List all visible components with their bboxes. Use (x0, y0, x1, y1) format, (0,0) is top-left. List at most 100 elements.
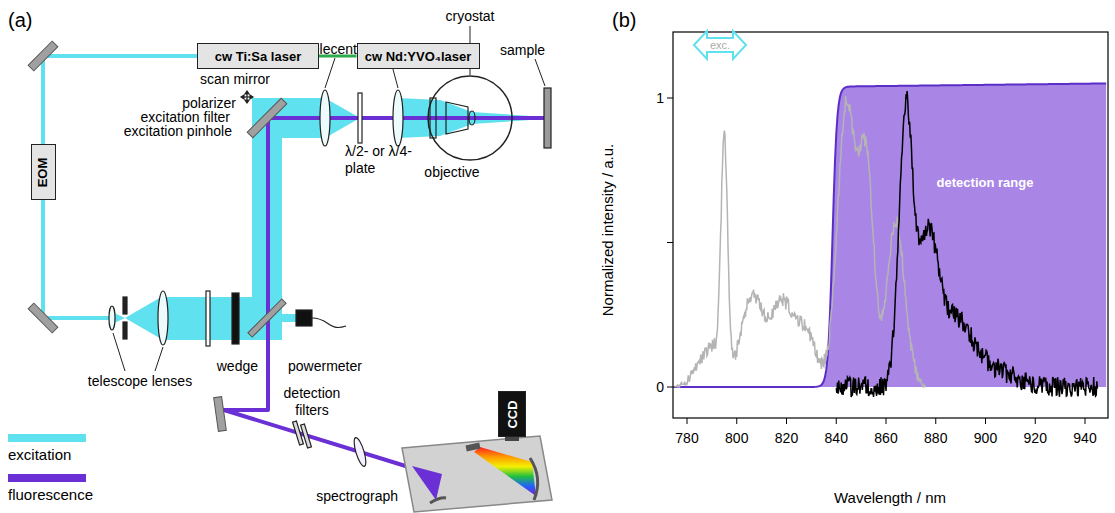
powermeter (296, 310, 312, 326)
axis-title: Wavelength / nm (834, 489, 946, 507)
beam (252, 98, 325, 138)
x-tick (1035, 418, 1036, 424)
y-tick (667, 242, 673, 243)
legend-swatch (8, 434, 86, 442)
beam (163, 297, 282, 340)
part-name: scan mirror (200, 71, 270, 88)
beam (43, 316, 112, 320)
part-name: excitation pinhole (124, 123, 232, 140)
sample (544, 88, 551, 148)
beam (112, 312, 125, 324)
part-name: spectrograph (316, 488, 398, 505)
mirror (430, 498, 446, 503)
x-tick (687, 418, 688, 424)
grating (466, 443, 481, 452)
spectrograph-box (402, 436, 552, 512)
leader-line (155, 347, 163, 371)
lens (158, 291, 168, 345)
node-text: EOM (36, 157, 51, 187)
legend-swatch (8, 474, 86, 482)
beam (252, 100, 282, 340)
tick-label: 780 (675, 430, 698, 447)
tick-label: 800 (725, 430, 748, 447)
beam (360, 98, 545, 138)
tick-label: 940 (1073, 430, 1096, 447)
x-tick (985, 418, 986, 424)
part-name: sample (500, 42, 545, 59)
optics (109, 26, 551, 468)
detection-edge (673, 83, 1106, 387)
node-text: CCD (505, 400, 520, 428)
x-tick (935, 418, 936, 424)
x-tick (886, 418, 887, 424)
laser-box: cw Ti:Sa laser (197, 43, 319, 69)
range-label: detection range (937, 175, 1034, 191)
mirror (214, 397, 227, 432)
leader-line (325, 58, 335, 88)
node-text: cw Nd:YVO₄laser (365, 49, 472, 64)
wedge (248, 299, 286, 337)
tick-label: 880 (924, 430, 947, 447)
scan-mirror (247, 98, 287, 138)
excitation-arrow (694, 31, 746, 59)
tick-label: 820 (775, 430, 798, 447)
cable (312, 318, 346, 327)
excitation-spectrum (675, 96, 926, 387)
tick-label: 860 (874, 430, 897, 447)
legend-text: fluorescence (8, 487, 93, 503)
objective (446, 102, 468, 134)
part-name: wedge (217, 358, 258, 375)
mirror (28, 41, 58, 71)
mirror (530, 458, 538, 500)
modulator-box: EOM (31, 144, 56, 200)
beam (282, 314, 296, 322)
polarizer (232, 293, 239, 344)
plot-frame (673, 32, 1108, 418)
dispersed-light (474, 447, 536, 496)
lens (469, 111, 475, 125)
x-tick (736, 418, 737, 424)
beam (412, 466, 442, 500)
part-name: cryostat (445, 8, 494, 25)
fluorescence-beam (224, 118, 545, 468)
detection-filter (301, 424, 312, 448)
excitation-beam (43, 98, 545, 340)
cryostat (428, 76, 512, 160)
tick-label: 900 (974, 430, 997, 447)
tick-label: 920 (1024, 430, 1047, 447)
lens (109, 306, 115, 330)
waveplate (358, 93, 362, 143)
range-label: exc. (710, 38, 730, 52)
beam (125, 296, 163, 340)
spectrum-chart (667, 31, 1108, 424)
detection-filter (293, 421, 304, 445)
beam (41, 195, 45, 318)
lens (320, 90, 330, 146)
spectrograph-body (402, 435, 552, 512)
x-tick (1085, 418, 1086, 424)
part-name: telescope lenses (88, 373, 192, 390)
excitation-filter (206, 291, 210, 346)
node-text: cw Ti:Sa laser (215, 49, 301, 64)
panel-letter: (a) (8, 9, 32, 32)
scan-symbol (241, 91, 253, 103)
axis-title: Normalized intensity / a.u. (599, 144, 617, 317)
emission-spectrum (836, 91, 1097, 397)
leader-line (113, 333, 125, 371)
lens (352, 436, 368, 467)
pinhole (123, 297, 127, 314)
x-tick (836, 418, 837, 424)
tick-label: 840 (825, 430, 848, 447)
window (430, 98, 436, 138)
part-name: objective (424, 164, 479, 181)
leader-line (535, 59, 545, 86)
mirror (28, 303, 58, 333)
detection-area (673, 83, 1106, 387)
tick-label: 0 (656, 379, 664, 396)
lens (393, 90, 403, 146)
panel-letter: (b) (612, 9, 636, 32)
tick-label: 1 (656, 90, 664, 107)
